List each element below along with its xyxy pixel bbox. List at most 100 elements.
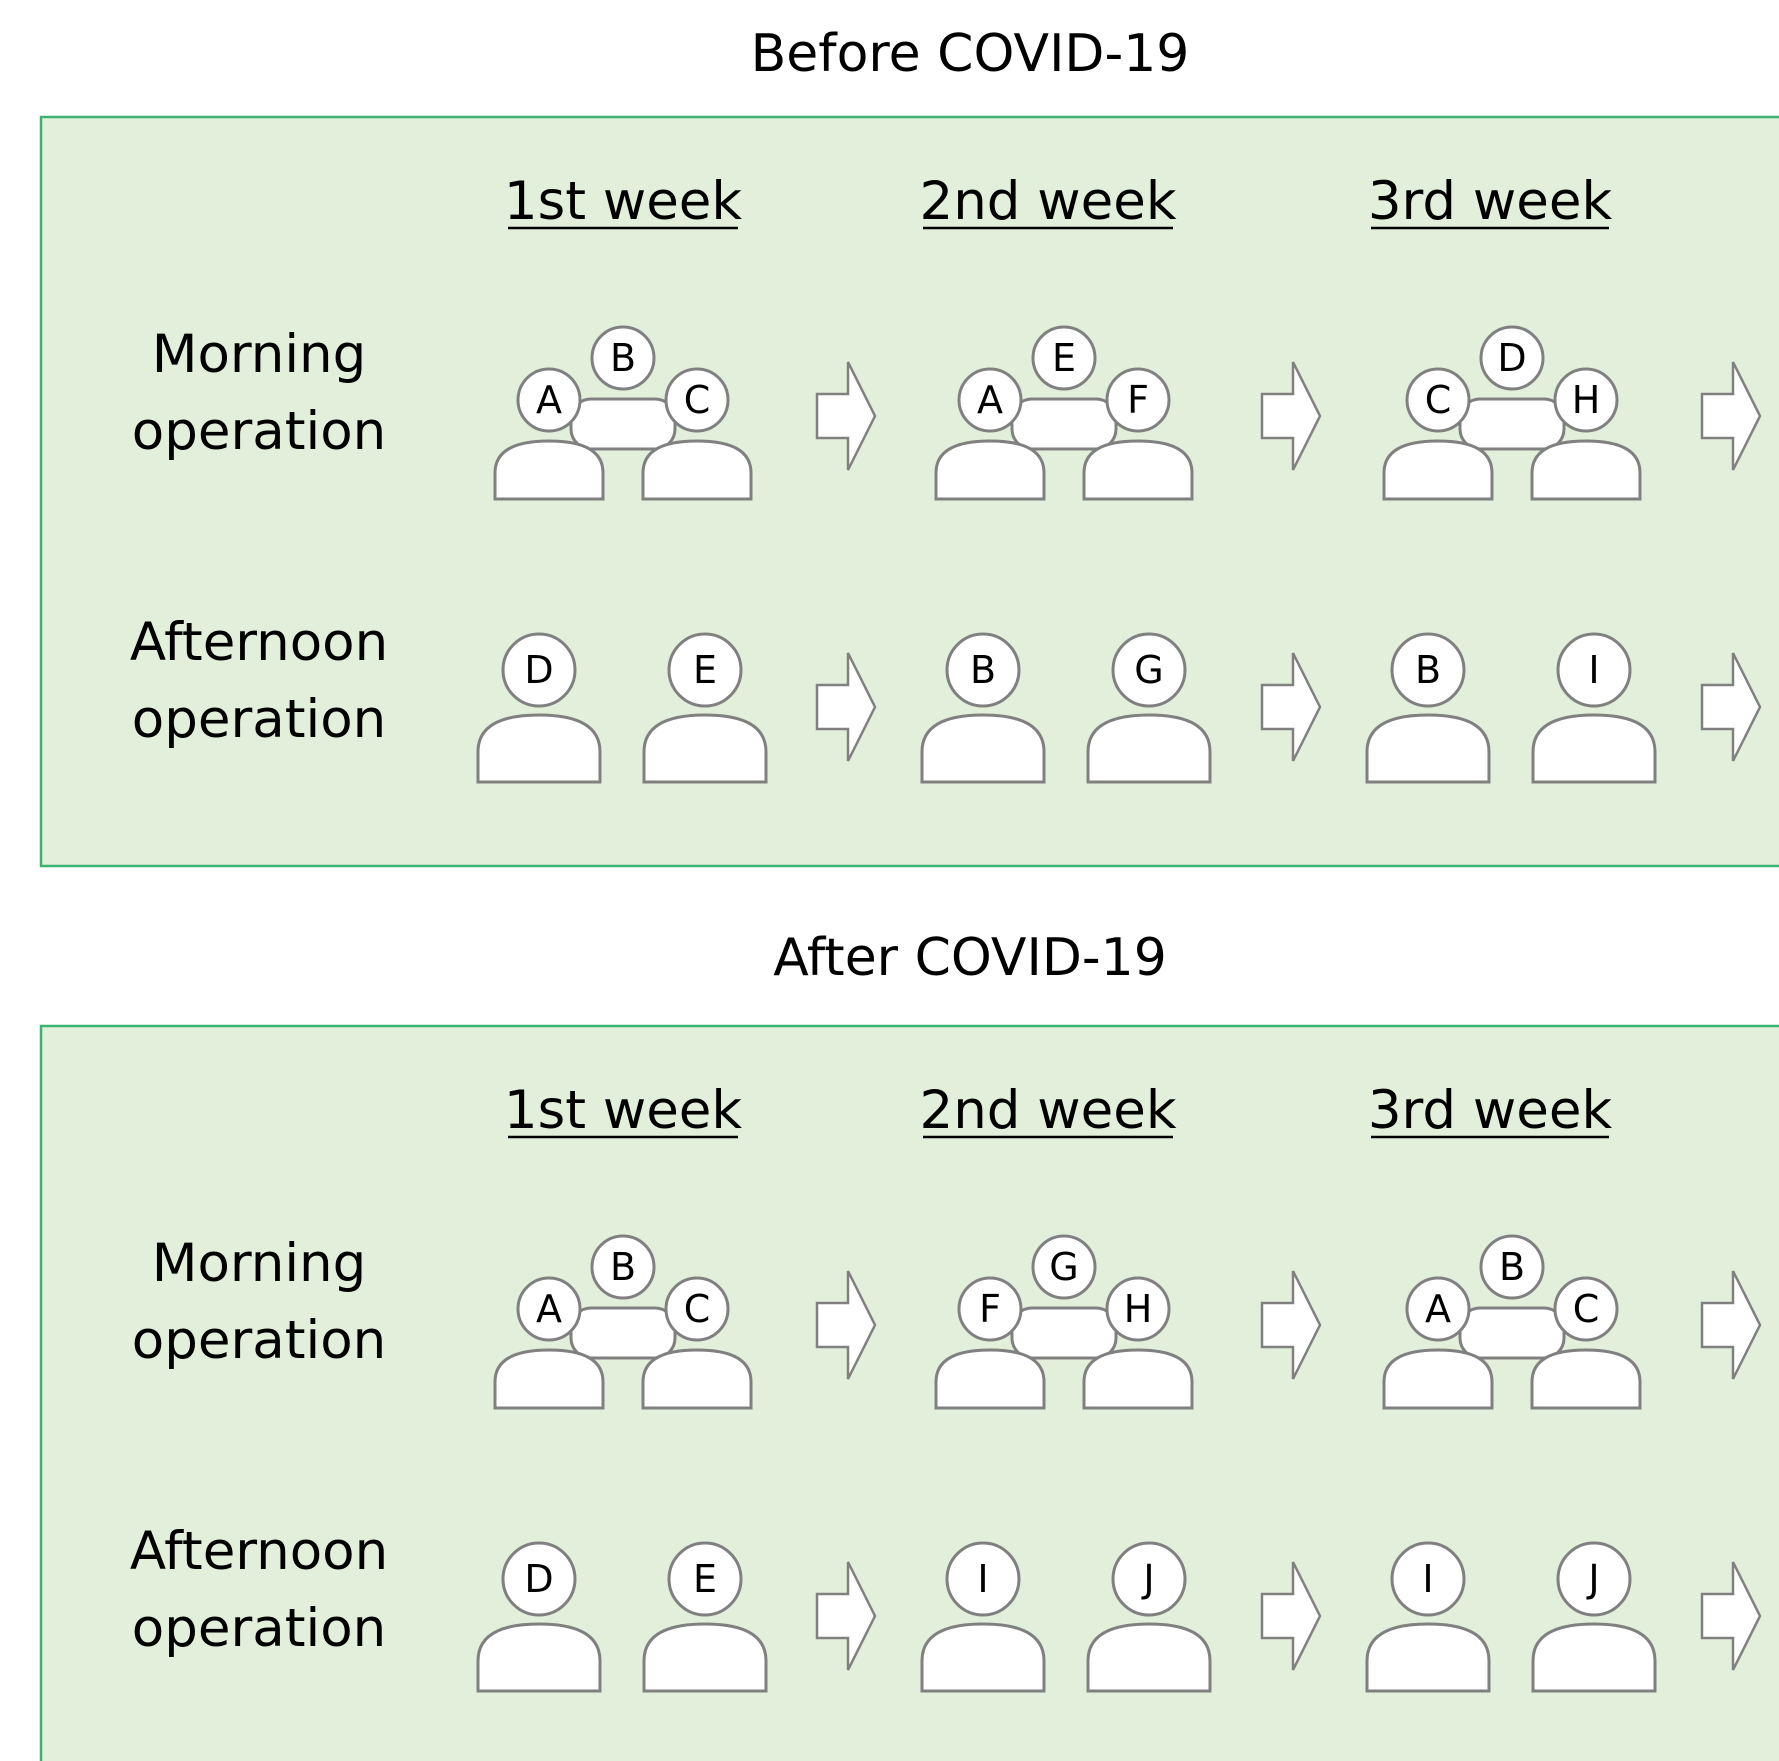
right-arrow-icon [1700, 652, 1762, 762]
person-icon: E [642, 1541, 768, 1693]
person-letter: E [1052, 336, 1076, 380]
person-body [920, 1622, 1046, 1693]
right-arrow-icon [1700, 1270, 1762, 1380]
row-label-afternoon: Afternoon [130, 1521, 388, 1582]
person-letter: G [1134, 648, 1163, 692]
right-arrow-icon [1700, 361, 1762, 471]
person-body [1082, 1348, 1194, 1410]
person-letter: E [693, 1557, 717, 1601]
person-icon: J [1086, 1541, 1212, 1693]
person-icon: B [920, 632, 1046, 784]
person-letter: C [1573, 1287, 1600, 1331]
panel-title: After COVID-19 [773, 928, 1167, 988]
person-letter: J [1141, 1557, 1154, 1601]
person-letter: D [524, 648, 553, 692]
person-head [1479, 325, 1545, 391]
right-arrow-icon [815, 1561, 877, 1671]
row-label-morning: Morning [152, 324, 367, 385]
person-head [1111, 632, 1187, 708]
person-letter: H [1124, 1287, 1153, 1331]
person-icon: D [476, 1541, 602, 1693]
person-head [945, 632, 1021, 708]
person-head [667, 1541, 743, 1617]
person-letter: D [1497, 336, 1526, 380]
week-header: 2nd week [919, 171, 1176, 232]
person-letter: I [977, 1557, 988, 1601]
person-body [569, 1306, 677, 1360]
person-letter: E [693, 648, 717, 692]
person-icon: I [1365, 1541, 1491, 1693]
week-header: 1st week [504, 171, 743, 232]
week-header: 3rd week [1368, 1080, 1613, 1141]
person-body [493, 439, 605, 501]
person-head [501, 632, 577, 708]
person-body [1531, 1622, 1657, 1693]
person-letter: C [684, 378, 711, 422]
right-arrow-icon [1260, 1270, 1322, 1380]
person-body [1458, 1306, 1566, 1360]
person-head [1553, 1276, 1619, 1342]
person-body [1086, 713, 1212, 784]
right-arrow-icon [815, 652, 877, 762]
person-head [516, 367, 582, 433]
row-label-afternoon: Afternoon [130, 612, 388, 673]
person-head [501, 1541, 577, 1617]
person-head [1405, 367, 1471, 433]
person-letter: B [1415, 648, 1441, 692]
person-letter: C [684, 1287, 711, 1331]
person-icon: G [1086, 632, 1212, 784]
person-head [516, 1276, 582, 1342]
person-head [1105, 367, 1171, 433]
person-body [1531, 713, 1657, 784]
panel-title: Before COVID-19 [751, 24, 1190, 84]
person-body [476, 713, 602, 784]
person-head [945, 1541, 1021, 1617]
person-body [476, 1622, 602, 1693]
person-body [642, 1622, 768, 1693]
row-label-morning: Morning [152, 1233, 367, 1294]
person-letter: C [1425, 378, 1452, 422]
person-head [1405, 1276, 1471, 1342]
person-letter: D [524, 1557, 553, 1601]
person-letter: B [610, 336, 636, 380]
person-letter: J [1586, 1557, 1599, 1601]
person-body [1530, 439, 1642, 501]
person-body [934, 1348, 1046, 1410]
person-body [1010, 1306, 1118, 1360]
right-arrow-icon [1260, 361, 1322, 471]
person-icon: I [920, 1541, 1046, 1693]
person-head [1105, 1276, 1171, 1342]
row-label-morning: operation [132, 1310, 386, 1371]
person-letter: A [1425, 1287, 1451, 1331]
person-head [664, 1276, 730, 1342]
person-head [590, 1234, 656, 1300]
person-letter: F [1127, 378, 1149, 422]
person-icon: I [1531, 632, 1657, 784]
person-letter: A [536, 1287, 562, 1331]
person-body [1365, 1622, 1491, 1693]
week-header: 1st week [504, 1080, 743, 1141]
person-head [1111, 1541, 1187, 1617]
person-body [641, 1348, 753, 1410]
person-head [1553, 367, 1619, 433]
person-letter: I [1588, 648, 1599, 692]
right-arrow-icon [1260, 1561, 1322, 1671]
person-icon: D [476, 632, 602, 784]
person-icon: B [1365, 632, 1491, 784]
person-head [1390, 1541, 1466, 1617]
person-head [590, 325, 656, 391]
week-header: 2nd week [919, 1080, 1176, 1141]
person-body [1382, 439, 1494, 501]
person-head [957, 1276, 1023, 1342]
person-body [1382, 1348, 1494, 1410]
person-icon: J [1531, 1541, 1657, 1693]
person-body [641, 439, 753, 501]
